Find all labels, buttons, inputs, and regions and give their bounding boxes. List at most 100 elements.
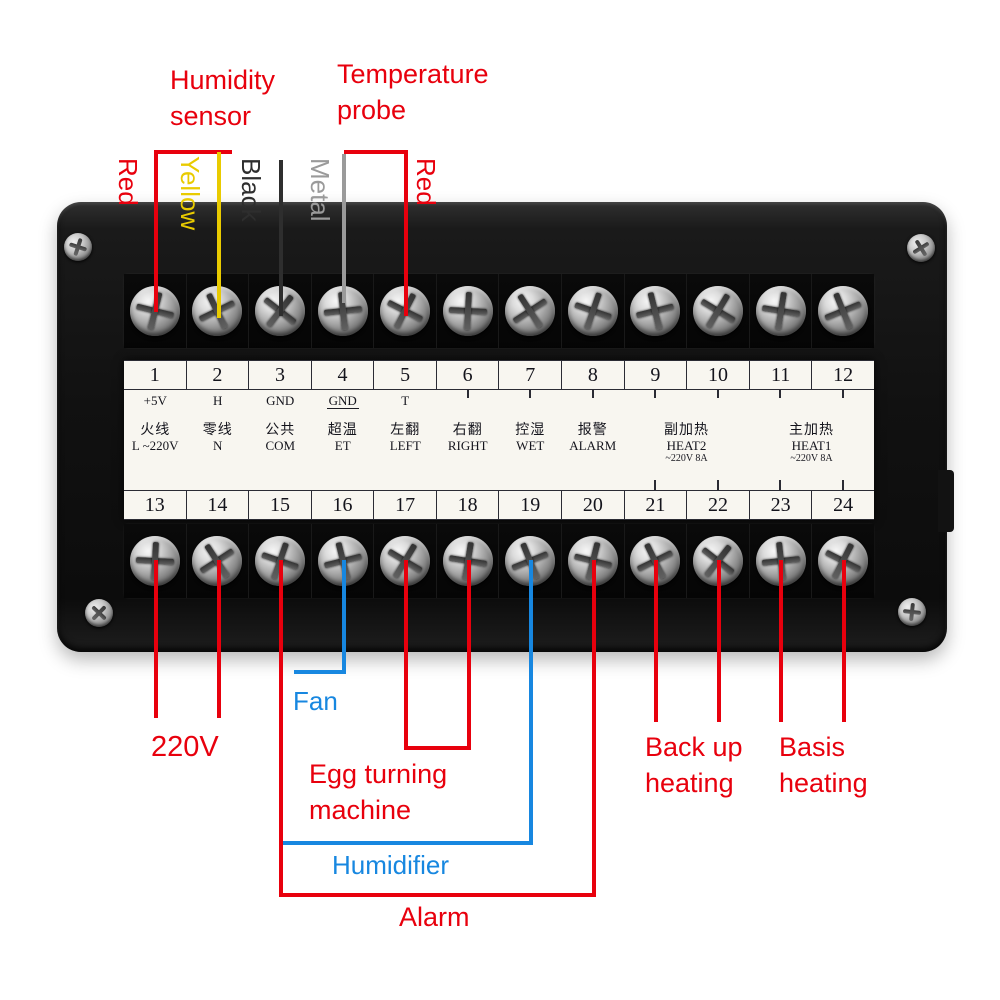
terminal-screw-icon xyxy=(380,286,431,336)
tick-mark xyxy=(841,480,844,490)
function-label-line: 左翻 xyxy=(390,422,421,438)
terminal xyxy=(436,274,500,348)
terminal xyxy=(749,274,813,348)
terminal xyxy=(436,524,500,598)
terminal-number: 19 xyxy=(499,491,563,519)
backup-heating-label: Back up heating xyxy=(645,729,743,801)
alarm-label: Alarm xyxy=(399,902,470,932)
function-label-line: WET xyxy=(516,437,545,453)
terminal xyxy=(562,524,625,598)
terminal-screw-icon xyxy=(567,286,618,336)
humidity-sensor-label: Humidity sensor xyxy=(170,62,275,134)
terminal xyxy=(124,524,187,598)
function-label-line: HEAT1 xyxy=(791,437,832,453)
temperature-probe-label: Temperature probe xyxy=(337,56,489,128)
terminal xyxy=(499,274,563,348)
pin-label: GND xyxy=(326,393,359,409)
temperature-probe-line2: probe xyxy=(337,95,407,125)
terminal-screw-icon xyxy=(192,536,243,586)
function-label-line: 副加热 xyxy=(664,422,709,438)
function-label-line: HEAT2 xyxy=(666,437,707,453)
terminal xyxy=(562,274,625,348)
function-label-line: LEFT xyxy=(389,437,421,453)
tick-mark xyxy=(779,390,782,398)
tick-mark xyxy=(716,480,719,490)
tick-mark xyxy=(716,390,719,398)
terminal xyxy=(249,524,312,598)
terminal-screw-icon xyxy=(254,536,305,586)
terminal-screw-icon xyxy=(317,286,368,336)
function-label-line: L ~220V xyxy=(131,437,179,453)
terminal-screw-icon xyxy=(254,286,305,336)
terminal-screw-icon xyxy=(317,536,368,586)
wire-color-label-black: Black xyxy=(236,158,266,222)
terminal-number: 10 xyxy=(687,361,750,389)
terminal xyxy=(749,524,813,598)
tick-mark xyxy=(466,390,469,398)
egg-turning-machine-label: Egg turning machine xyxy=(309,756,447,828)
terminal xyxy=(687,274,750,348)
terminal-number: 20 xyxy=(562,491,625,519)
terminal-number: 8 xyxy=(562,361,625,389)
terminal xyxy=(812,524,874,598)
humidity-sensor-line2: sensor xyxy=(170,101,252,131)
case-screw-icon xyxy=(907,234,935,262)
terminal-number: 18 xyxy=(437,491,500,519)
function-label-line: ALARM xyxy=(569,437,617,453)
pin-label: GND xyxy=(266,393,295,408)
backup-heating-line1: Back up xyxy=(645,732,743,762)
terminal-screw-icon xyxy=(692,536,743,586)
basis-heating-line1: Basis xyxy=(779,732,846,762)
pin-label: +5V xyxy=(143,393,167,408)
function-label-line: N xyxy=(213,437,223,453)
terminal-screw-icon xyxy=(129,286,180,336)
wire-color-label-red-1: Red xyxy=(113,158,143,206)
terminal-number: 6 xyxy=(437,361,500,389)
wire-color-label-red-2: Red xyxy=(411,158,441,206)
terminal xyxy=(624,524,688,598)
terminal-number: 7 xyxy=(499,361,563,389)
terminal-number: 11 xyxy=(750,361,813,389)
function-label-line: COM xyxy=(265,437,296,453)
terminal-screw-icon xyxy=(755,536,806,586)
terminal-number: 5 xyxy=(374,361,437,389)
pin-label: T xyxy=(401,393,410,408)
pin-label: H xyxy=(213,393,223,408)
terminal-screw-icon xyxy=(192,286,243,336)
function-label-line: ~220V 8A xyxy=(790,453,833,465)
terminal xyxy=(374,524,437,598)
terminal-number: 17 xyxy=(374,491,437,519)
terminal xyxy=(624,274,688,348)
terminal-screw-icon xyxy=(818,286,869,336)
terminal-number: 14 xyxy=(187,491,250,519)
terminal-number: 21 xyxy=(625,491,688,519)
humidity-sensor-line1: Humidity xyxy=(170,65,276,95)
terminal-screw-icon xyxy=(442,286,493,336)
egg-turning-line2: machine xyxy=(309,795,412,825)
function-label-line: 控湿 xyxy=(515,422,546,438)
terminal xyxy=(186,274,250,348)
function-label-line: 零线 xyxy=(202,422,233,438)
terminal-screw-icon xyxy=(129,536,180,586)
tick-mark xyxy=(654,480,657,490)
function-label-line: RIGHT xyxy=(447,437,488,453)
basis-heating-label: Basis heating xyxy=(779,729,868,801)
terminal-screw-icon xyxy=(442,536,493,586)
basis-heating-line2: heating xyxy=(779,768,868,798)
wire-color-label-yellow: Yellow xyxy=(175,156,205,231)
function-label-line: 报警 xyxy=(577,422,608,438)
terminal-row-bottom xyxy=(124,524,874,598)
case-screw-icon xyxy=(64,233,92,261)
power-220v-label: 220V xyxy=(151,731,219,763)
case-screw-icon xyxy=(898,598,926,626)
tick-mark xyxy=(529,390,532,398)
terminal xyxy=(499,524,563,598)
